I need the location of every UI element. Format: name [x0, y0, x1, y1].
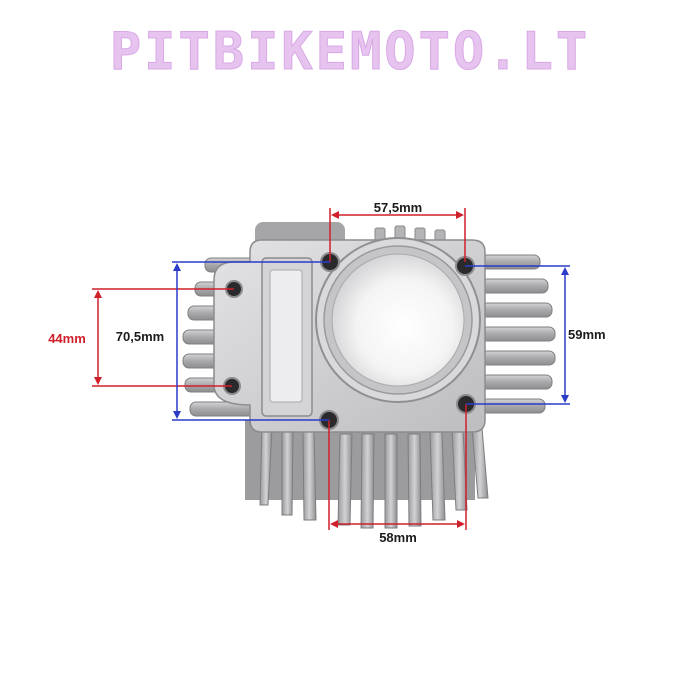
left-outer-height-label: 70,5mm [116, 329, 164, 344]
right-vertical-spacing-label: 59mm [568, 327, 606, 342]
watermark-logo-text: PITBIKEMOTO.LT [109, 22, 591, 83]
blue-dimension-lines [172, 261, 570, 421]
left-inner-height-label: 44mm [48, 331, 86, 346]
cylinder-bore [315, 237, 481, 403]
bottom-bolt-spacing-label: 58mm [379, 530, 417, 545]
cam-chain-tunnel [261, 257, 313, 417]
top-bolt-spacing-label: 57,5mm [374, 200, 422, 215]
bottom-cooling-fins [259, 427, 489, 529]
red-dimension-lines [92, 208, 467, 530]
